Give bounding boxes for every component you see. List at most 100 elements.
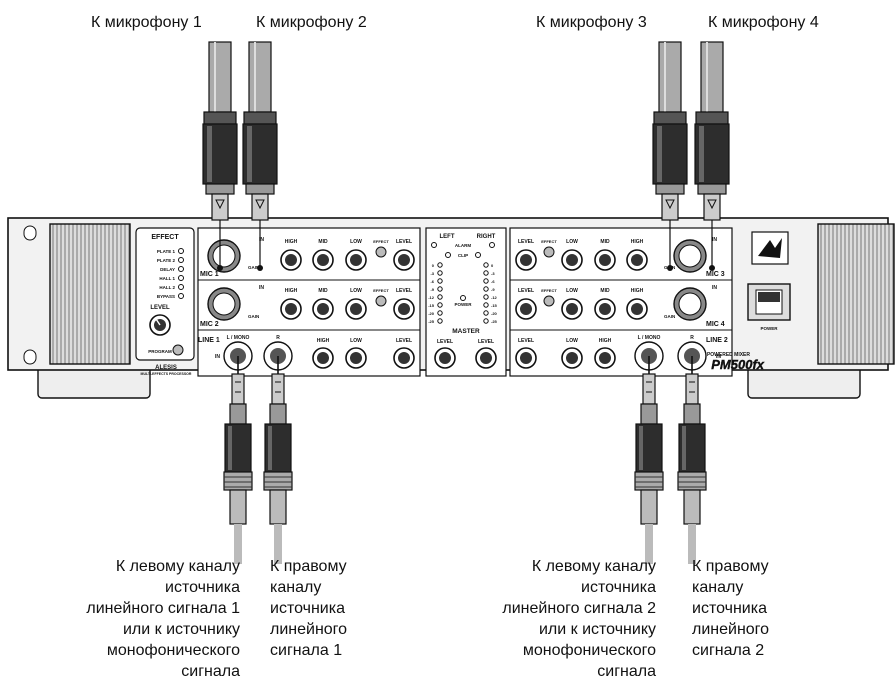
svg-text:L / MONO: L / MONO [638,335,661,341]
svg-text:ALESIS: ALESIS [155,365,177,371]
svg-text:IN: IN [215,354,220,360]
svg-text:LEVEL: LEVEL [437,339,453,345]
label-mic4: К микрофону 4 [708,14,819,31]
label-mic1: К микрофону 1 [91,14,202,31]
right-vent-grille [817,223,895,365]
left-vent-grille [49,223,131,365]
svg-text:ALARM: ALARM [455,243,471,248]
svg-text:LEVEL: LEVEL [478,339,494,345]
svg-text:-15: -15 [428,303,435,308]
svg-text:LEFT: LEFT [440,234,455,240]
svg-text:LOW: LOW [350,338,362,344]
svg-text:-15: -15 [491,303,498,308]
svg-text:EFFECT: EFFECT [373,239,389,244]
label-line1-left: К левому каналу источника линейного сигн… [86,558,240,680]
svg-text:LEVEL: LEVEL [396,239,412,245]
svg-text:L / MONO: L / MONO [227,335,250,341]
svg-text:LEVEL: LEVEL [396,288,412,294]
svg-text:CLIP: CLIP [458,253,468,258]
mic1-label: MIC 1 [200,271,219,278]
svg-text:HIGH: HIGH [317,338,330,344]
svg-text:IN: IN [259,285,264,291]
svg-text:-12: -12 [428,295,435,300]
svg-text:IN: IN [716,354,721,360]
svg-text:-6: -6 [430,279,434,284]
svg-text:PROGRAM: PROGRAM [148,349,172,354]
svg-text:-20: -20 [491,311,498,316]
svg-text:R: R [276,335,280,341]
svg-text:POWER: POWER [760,326,778,331]
svg-text:LOW: LOW [350,239,362,245]
effect-title: EFFECT [151,234,179,241]
svg-text:HIGH: HIGH [285,239,298,245]
svg-text:HIGH: HIGH [631,239,644,245]
svg-text:GAIN: GAIN [664,314,675,319]
svg-text:LEVEL: LEVEL [518,338,534,344]
svg-text:-3: -3 [491,271,495,276]
svg-text:MID: MID [600,239,610,245]
svg-text:MULTI-EFFECTS PROCESSOR: MULTI-EFFECTS PROCESSOR [141,372,192,376]
svg-text:HIGH: HIGH [285,288,298,294]
svg-text:0: 0 [432,263,435,268]
mic4-label: MIC 4 [706,321,725,328]
svg-text:-3: -3 [430,271,434,276]
svg-text:LOW: LOW [566,239,578,245]
svg-text:HALL 1: HALL 1 [159,276,175,281]
svg-text:LEVEL: LEVEL [518,288,534,294]
svg-text:-9: -9 [430,287,434,292]
svg-text:HIGH: HIGH [599,338,612,344]
svg-text:LEVEL: LEVEL [518,239,534,245]
svg-text:LEVEL: LEVEL [150,305,170,311]
mic3-label: MIC 3 [706,271,725,278]
svg-text:PLATE 1: PLATE 1 [157,249,176,254]
svg-text:R: R [690,335,694,341]
mic2-label: MIC 2 [200,321,219,328]
line1-label: LINE 1 [198,337,220,344]
svg-text:HALL 2: HALL 2 [159,285,175,290]
svg-text:HIGH: HIGH [631,288,644,294]
svg-text:EFFECT: EFFECT [541,239,557,244]
svg-text:RIGHT: RIGHT [477,234,496,240]
svg-text:GAIN: GAIN [248,265,259,270]
line1-left-cable [223,355,253,565]
left-channels: MIC 1 MIC 2 LINE 1 IN L / MONO R IN IN G… [197,227,421,377]
svg-text:-25: -25 [428,319,435,324]
line2-left-cable [634,355,664,565]
svg-text:POWER: POWER [454,302,472,307]
svg-text:IN: IN [712,237,717,243]
svg-text:BYPASS: BYPASS [157,294,175,299]
effect-section: EFFECT PLATE 1 PLATE 2 DELAY HALL 1 HALL… [135,227,195,376]
svg-text:LEVEL: LEVEL [396,338,412,344]
svg-text:EFFECT: EFFECT [373,288,389,293]
svg-text:MID: MID [600,288,610,294]
svg-text:-20: -20 [428,311,435,316]
svg-text:-9: -9 [491,287,495,292]
svg-text:LOW: LOW [350,288,362,294]
svg-text:GAIN: GAIN [248,314,259,319]
label-line2-right: К правому каналу источника линейного сиг… [692,558,770,659]
svg-text:MASTER: MASTER [452,328,480,335]
line1-right-cable [263,355,293,565]
svg-text:MID: MID [318,239,328,245]
model-name: PM500fx [711,357,765,372]
line2-right-cable [677,355,707,565]
master-section: LEFT RIGHT ALARM CLIP 0 -3 -6 -9 -12 -15… [425,227,507,377]
svg-text:-12: -12 [491,295,498,300]
power-section: POWER POWERED MIXER PM500fx [707,231,791,372]
svg-text:0: 0 [491,263,494,268]
svg-text:-6: -6 [491,279,495,284]
svg-text:IN: IN [259,237,264,243]
right-channels: MIC 3 MIC 4 LINE 2 IN L / MONO R IN IN G… [509,227,733,377]
svg-text:POWERED MIXER: POWERED MIXER [707,352,750,358]
line2-label: LINE 2 [706,337,728,344]
svg-text:EFFECT: EFFECT [541,288,557,293]
svg-text:MID: MID [318,288,328,294]
label-line2-left: К левому каналу источника линейного сигн… [502,558,656,680]
svg-text:LOW: LOW [566,288,578,294]
label-mic2: К микрофону 2 [256,14,367,31]
label-mic3: К микрофону 3 [536,14,647,31]
label-line1-right: К правому каналу источника линейного сиг… [270,558,348,659]
svg-text:IN: IN [712,285,717,291]
svg-text:PLATE 2: PLATE 2 [157,258,176,263]
